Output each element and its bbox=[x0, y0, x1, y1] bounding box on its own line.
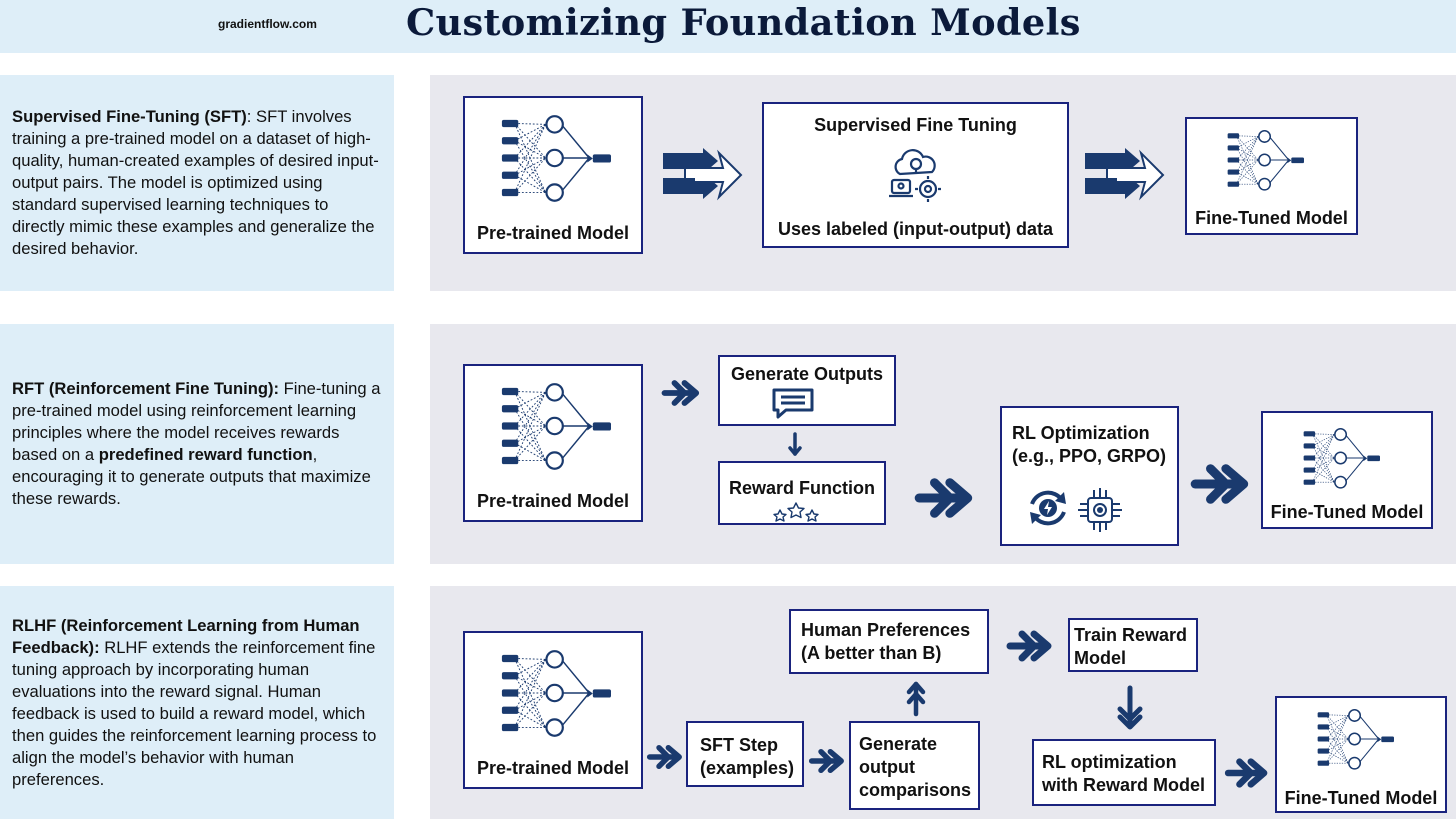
rft-finetuned-label: Fine-Tuned Model bbox=[1270, 502, 1424, 522]
human-preferences-box: Human Preferences (A better than B) bbox=[789, 609, 989, 674]
rlhf-finetuned-label: Fine-Tuned Model bbox=[1284, 788, 1438, 808]
ai-chip-icon bbox=[1078, 488, 1122, 532]
rlhf-desc-body: RLHF extends the reinforcement fine tuni… bbox=[12, 637, 377, 789]
sft-finetuned-label: Fine-Tuned Model bbox=[1195, 208, 1348, 228]
site-name[interactable]: gradientflow.com bbox=[218, 17, 317, 31]
rlhf-finetuned-box: Fine-Tuned Model bbox=[1275, 696, 1447, 813]
neural-network-icon bbox=[1309, 704, 1409, 774]
neural-network-icon bbox=[501, 376, 621, 476]
arrow-right-icon bbox=[808, 747, 848, 775]
arrow-right-icon bbox=[657, 378, 707, 408]
rft-desc-bold: predefined reward function bbox=[98, 445, 313, 464]
rlhf-desc-title: RLHF (Reinforcement Learning from Human … bbox=[12, 615, 360, 657]
rft-pretrained-label: Pre-trained Model bbox=[476, 491, 630, 511]
rlhf-pretrained-label: Pre-trained Model bbox=[476, 758, 630, 778]
sft-step-title: Supervised Fine Tuning bbox=[814, 115, 1017, 135]
rl-optimization-subtitle: (e.g., PPO, GRPO) bbox=[1012, 446, 1167, 466]
arrow-down-icon bbox=[1117, 685, 1143, 730]
arrow-right-icon bbox=[1003, 628, 1059, 664]
generate-comparisons-line-1: Generate bbox=[859, 734, 938, 754]
chat-message-icon bbox=[772, 388, 814, 419]
arrow-right-icon bbox=[1187, 461, 1257, 507]
double-arrow-icon bbox=[1084, 148, 1166, 208]
neural-network-icon bbox=[501, 643, 621, 743]
sft-step-label-2: (examples) bbox=[700, 758, 795, 778]
neural-network-icon bbox=[501, 108, 621, 208]
train-reward-model-line-1: Train Reward bbox=[1074, 625, 1188, 645]
arrow-up-icon bbox=[906, 681, 926, 717]
rl-optimization-reward-model-box: RL optimization with Reward Model bbox=[1032, 739, 1216, 806]
arrow-right-icon bbox=[1224, 756, 1272, 790]
rft-description: RFT (Reinforcement Fine Tuning): Fine-tu… bbox=[0, 324, 394, 564]
rl-optimization-reward-line-2: with Reward Model bbox=[1042, 775, 1206, 795]
train-reward-model-box: Train Reward Model bbox=[1068, 618, 1198, 672]
human-preferences-line-2: (A better than B) bbox=[801, 643, 942, 663]
human-preferences-line-1: Human Preferences bbox=[801, 620, 971, 640]
rft-pretrained-box: Pre-trained Model bbox=[463, 364, 643, 522]
arrow-down-icon bbox=[788, 432, 802, 456]
sft-step-box: Supervised Fine Tuning Uses labeled (inp… bbox=[762, 102, 1069, 248]
arrow-right-icon bbox=[646, 743, 686, 771]
rlhf-description: RLHF (Reinforcement Learning from Human … bbox=[0, 586, 394, 819]
sft-desc-title: Supervised Fine-Tuning (SFT) bbox=[12, 107, 247, 126]
generate-comparisons-line-2: output bbox=[859, 757, 915, 777]
rft-desc-body-1: Fine-tuning a pre-trained model using re… bbox=[12, 379, 381, 464]
sft-pretrained-box: Pre-trained Model bbox=[463, 96, 643, 254]
header: gradientflow.com Customizing Foundation … bbox=[0, 0, 1456, 53]
neural-network-icon bbox=[1295, 423, 1395, 493]
double-arrow-icon bbox=[662, 148, 744, 208]
sft-step-box: SFT Step (examples) bbox=[686, 721, 804, 787]
star-rating-icon bbox=[773, 502, 819, 522]
sft-description: Supervised Fine-Tuning (SFT): SFT involv… bbox=[0, 75, 394, 291]
page-title: Customizing Foundation Models bbox=[406, 2, 1081, 44]
generate-comparisons-line-3: comparisons bbox=[859, 780, 972, 800]
sft-desc-body: : SFT involves training a pre-trained mo… bbox=[12, 107, 379, 258]
rlhf-pretrained-box: Pre-trained Model bbox=[463, 631, 643, 789]
generate-outputs-box: Generate Outputs bbox=[718, 355, 896, 426]
sft-step-label-1: SFT Step bbox=[700, 735, 779, 755]
rft-finetuned-box: Fine-Tuned Model bbox=[1261, 411, 1433, 529]
generate-comparisons-box: Generate output comparisons bbox=[849, 721, 980, 810]
rft-desc-body-2: , encouraging it to generate outputs tha… bbox=[12, 445, 371, 508]
rl-optimization-box: RL Optimization (e.g., PPO, GRPO) bbox=[1000, 406, 1179, 546]
rl-optimization-title: RL Optimization bbox=[1012, 423, 1150, 443]
refresh-cycle-icon bbox=[1030, 490, 1066, 526]
arrow-right-icon bbox=[911, 475, 981, 521]
train-reward-model-line-2: Model bbox=[1074, 648, 1126, 668]
cloud-settings-icon bbox=[889, 149, 941, 202]
rl-optimization-reward-line-1: RL optimization bbox=[1042, 752, 1177, 772]
rft-desc-title: RFT (Reinforcement Fine Tuning): bbox=[12, 379, 280, 398]
neural-network-icon bbox=[1219, 125, 1319, 195]
sft-step-subtitle: Uses labeled (input-output) data bbox=[777, 219, 1053, 239]
generate-outputs-label: Generate Outputs bbox=[730, 364, 884, 384]
reward-function-box: Reward Function bbox=[718, 461, 886, 525]
sft-finetuned-box: Fine-Tuned Model bbox=[1185, 117, 1358, 235]
reward-function-label: Reward Function bbox=[728, 478, 875, 498]
sft-pretrained-label: Pre-trained Model bbox=[476, 223, 630, 243]
